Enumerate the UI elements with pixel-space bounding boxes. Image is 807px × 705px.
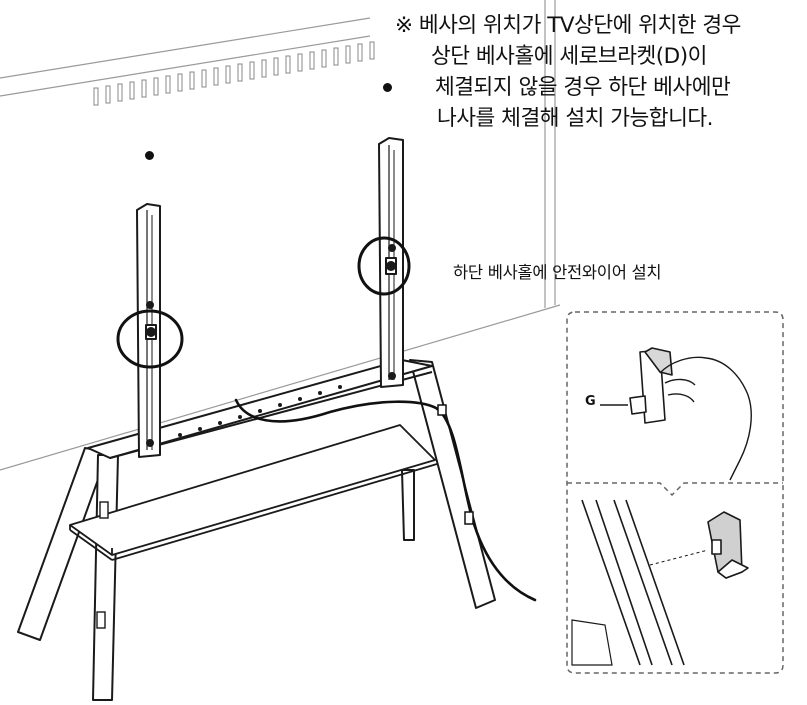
left-screw-highlight: [116, 309, 184, 369]
note-bullet: [383, 83, 392, 92]
part-g-label: G: [585, 394, 596, 409]
inset-border: [566, 311, 784, 674]
bracket-detail: [571, 499, 709, 666]
stand-shelf: [69, 424, 438, 561]
hand-illustration: [659, 356, 752, 481]
detail-inset: [566, 311, 784, 674]
note-line-3: 체결되지 않을 경우 하단 베사에만: [435, 75, 731, 100]
clip-g-bottom: [707, 511, 749, 579]
note-line-2: 상단 베사홀에 세로브라켓(D)이: [431, 44, 707, 69]
leg-clips: [96, 501, 109, 629]
vesa-note: ※ 베사의 위치가 TV상단에 위치한 경우 상단 베사홀에 세로브라켓(D)이…: [395, 10, 805, 134]
note-line-4: 나사를 체결해 설치 가능합니다.: [437, 106, 713, 131]
safety-wire-label: 하단 베사홀에 안전와이어 설치: [453, 263, 662, 282]
note-line-1: ※ 베사의 위치가 TV상단에 위치한 경우: [395, 13, 741, 38]
clip-g-top: [600, 347, 673, 424]
tv-vent-slots: [93, 41, 375, 106]
beam-holes: [178, 385, 342, 437]
safety-wire-cable: [234, 398, 537, 602]
diagram-dot: [145, 151, 154, 160]
tv-panel: [0, 0, 561, 471]
right-screw-highlight: [357, 236, 411, 296]
inset-divider: [567, 482, 783, 497]
vertical-bracket-right: [378, 137, 404, 388]
vertical-bracket-left: [136, 203, 161, 458]
highlight-circles: [116, 236, 411, 369]
